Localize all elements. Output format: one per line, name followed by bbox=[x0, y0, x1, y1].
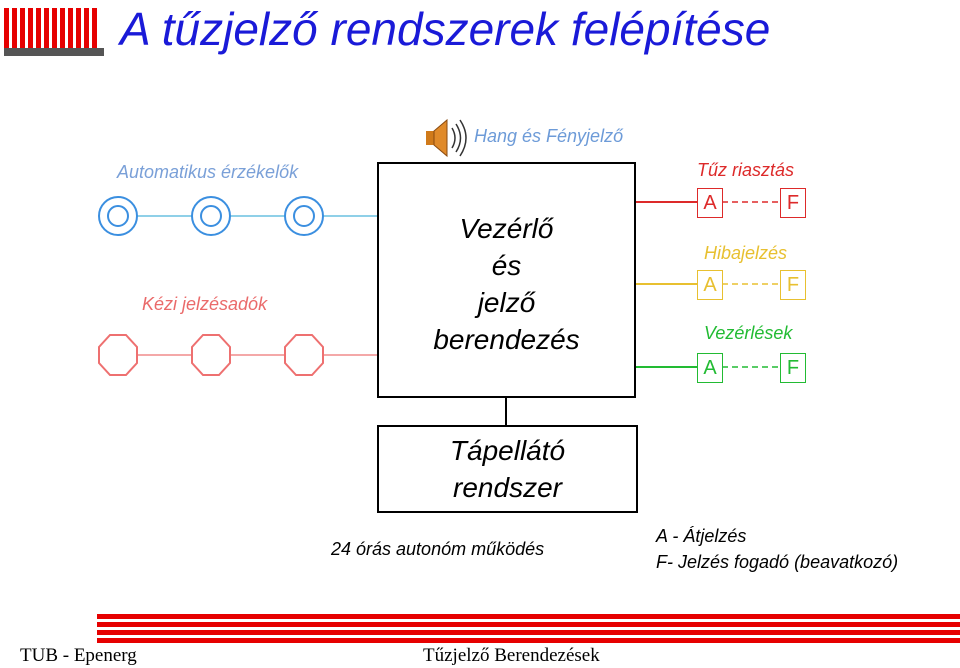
page-title: A tűzjelző rendszerek felépítése bbox=[120, 3, 771, 55]
f-box-controls: F bbox=[780, 353, 806, 383]
autonomy-label: 24 órás autonóm működés bbox=[331, 539, 545, 559]
a-box-controls: A bbox=[697, 353, 723, 383]
footer-left: TUB - Epenerg bbox=[20, 645, 137, 666]
detector-icon bbox=[98, 196, 138, 236]
manual-call-point-icon bbox=[191, 334, 231, 376]
sound-light-signal-label: Hang és Fényjelző bbox=[474, 126, 624, 146]
power-line: Tápellátó bbox=[449, 435, 566, 466]
controller-line: jelző bbox=[477, 287, 536, 318]
manual-call-point-icon bbox=[284, 334, 324, 376]
power-supply-box bbox=[377, 425, 638, 513]
detector-icon bbox=[284, 196, 324, 236]
legend-a: A - Átjelzés bbox=[656, 526, 747, 546]
fault-signal-label: Hibajelzés bbox=[704, 243, 788, 263]
power-line: rendszer bbox=[453, 472, 562, 503]
logo-icon bbox=[4, 8, 104, 56]
fire-alarm-label: Tűz riasztás bbox=[697, 160, 795, 180]
detector-icon bbox=[191, 196, 231, 236]
f-box-fault: F bbox=[780, 270, 806, 300]
legend-f: F- Jelzés fogadó (beavatkozó) bbox=[656, 552, 899, 572]
controller-line: és bbox=[491, 250, 522, 281]
controls-label: Vezérlések bbox=[704, 323, 793, 343]
speaker-icon bbox=[426, 118, 467, 158]
a-box-fire: A bbox=[697, 188, 723, 218]
automatic-detectors-label: Automatikus érzékelők bbox=[117, 162, 299, 182]
a-box-fault: A bbox=[697, 270, 723, 300]
power-supply-label: Tápellátó rendszer bbox=[377, 432, 638, 506]
manual-call-points-label: Kézi jelzésadók bbox=[142, 294, 268, 314]
footer-center: Tűzjelző Berendezések bbox=[423, 645, 600, 666]
controller-line: Vezérlő bbox=[459, 213, 554, 244]
controller-box bbox=[377, 162, 636, 398]
controller-label: Vezérlő és jelző berendezés bbox=[377, 210, 636, 358]
manual-call-point-icon bbox=[98, 334, 138, 376]
f-box-fire: F bbox=[780, 188, 806, 218]
controller-line: berendezés bbox=[433, 324, 580, 355]
